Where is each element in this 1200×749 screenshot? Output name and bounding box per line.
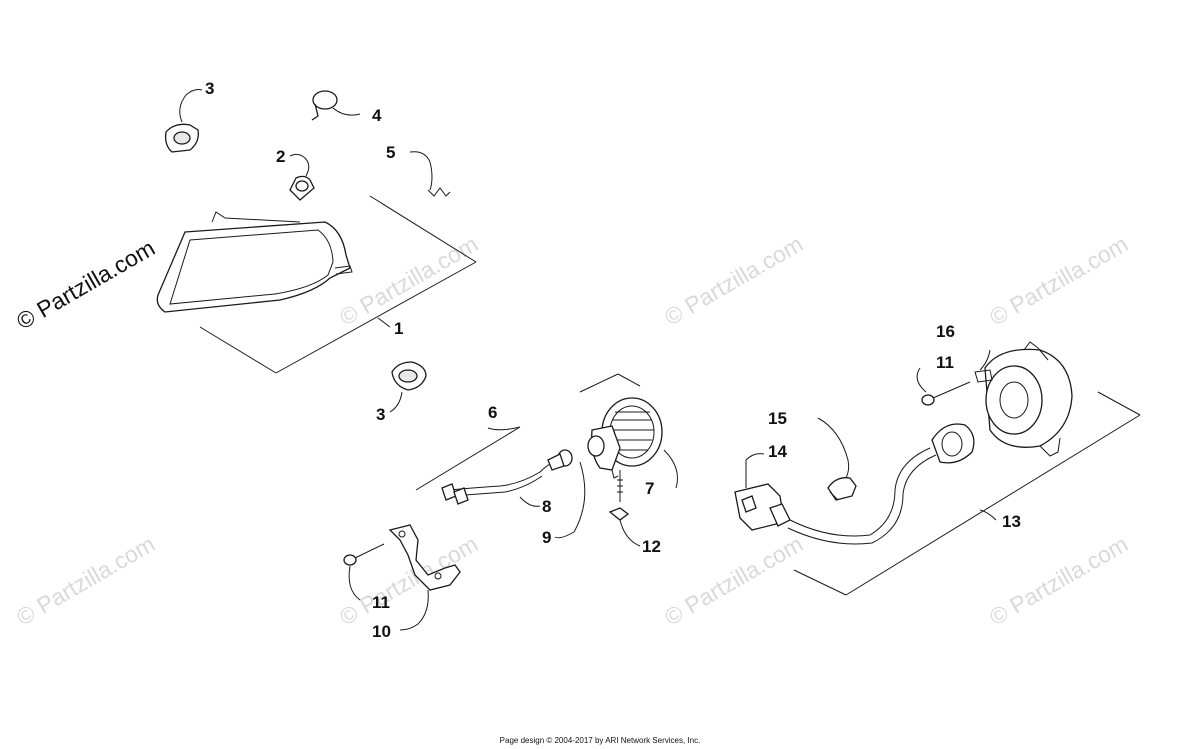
callout-4: 4 — [372, 106, 382, 125]
callout-5: 5 — [386, 143, 395, 162]
callout-12: 12 — [642, 537, 661, 556]
callout-11-upper: 11 — [936, 353, 954, 372]
screw-11-upper — [916, 367, 971, 406]
bulb-socket-4 — [311, 90, 361, 121]
connector-14 — [734, 453, 791, 531]
callout-15: 15 — [768, 409, 787, 428]
callout-6: 6 — [488, 403, 497, 422]
callout-14: 14 — [768, 442, 787, 461]
callout-10: 10 — [372, 622, 391, 641]
callout-16: 16 — [936, 322, 955, 341]
bulb-15 — [817, 417, 857, 501]
callout-9: 9 — [542, 528, 551, 547]
grommet-3-upper — [164, 89, 203, 153]
running-light-assembly — [587, 397, 663, 521]
callout-3-lower: 3 — [376, 405, 385, 424]
headlight-bracket-lines — [199, 195, 477, 374]
callout-7: 7 — [645, 479, 654, 498]
bulb-2 — [289, 153, 315, 201]
bracket-10 — [388, 524, 461, 631]
grommet-3-lower — [389, 361, 427, 413]
callout-8: 8 — [542, 497, 551, 516]
callout-1: 1 — [394, 319, 403, 338]
running-light-bracket-lines — [415, 373, 678, 547]
callout-3-upper: 3 — [205, 79, 214, 98]
screw-11-lower — [343, 543, 385, 601]
copyright-footer: Page design © 2004-2017 by ARI Network S… — [499, 736, 701, 745]
wire-harness-8 — [441, 449, 573, 505]
headlight-assembly — [156, 211, 353, 313]
fog-light-bracket-lines — [793, 391, 1141, 596]
wire-harness-13 — [787, 423, 975, 545]
fog-light-housing-16 — [974, 341, 1073, 457]
callout-13: 13 — [1002, 512, 1021, 531]
wire-5 — [409, 151, 451, 197]
callout-11-lower: 11 — [372, 593, 390, 612]
callout-2: 2 — [276, 147, 285, 166]
